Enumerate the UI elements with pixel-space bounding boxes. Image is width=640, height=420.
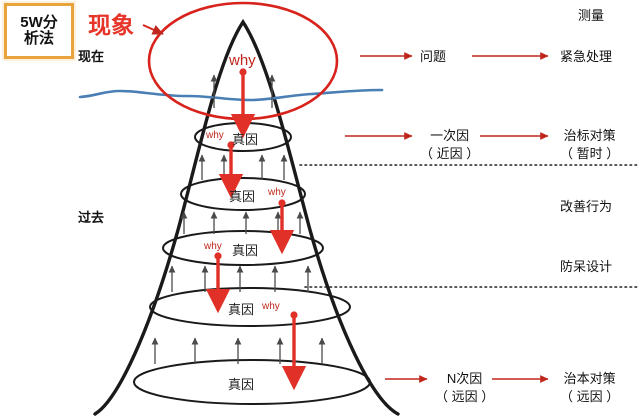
why-marker-1: why <box>206 130 224 141</box>
cause-ellipse-5 <box>133 359 371 405</box>
measure-header-label: 测量 <box>578 8 605 23</box>
action-column-item-4-line1: 治本对策 <box>563 371 616 386</box>
action-column-item-3: 防呆设计 <box>560 259 613 274</box>
upward-arrows <box>151 74 326 364</box>
cause-ellipse-3 <box>162 230 324 266</box>
phenomenon-label: 现象 <box>88 12 134 38</box>
phenomenon-pointer-arrow <box>142 24 164 35</box>
cause-label-3: 真因 <box>232 243 259 258</box>
action-column-item-4-line2: （ 远因 ） <box>560 388 620 404</box>
cause-column-item-2-line1: N次因 <box>446 371 483 386</box>
title-badge-line1: 5W分 <box>20 13 58 31</box>
why-marker-3: why <box>204 241 222 252</box>
cause-label-2: 真因 <box>229 189 256 204</box>
cause-column-item-0-line1: 问题 <box>420 49 447 64</box>
action-column-item-2: 改善行为 <box>560 199 613 214</box>
why-marker-2: why <box>268 187 286 198</box>
action-column-item-1-line2: （ 暂时 ） <box>560 145 620 161</box>
cause-column-item-2: N次因 （ 远因 ） <box>435 370 494 405</box>
cause-column-item-1: 一次因 （ 近因 ） <box>420 127 479 162</box>
past-label: 过去 <box>78 210 105 225</box>
cause-column-item-1-line1: 一次因 <box>430 128 470 143</box>
cause-label-1: 真因 <box>232 132 259 147</box>
cause-column-item-1-line2: （ 近因 ） <box>420 145 480 161</box>
flow-arrows <box>345 52 549 383</box>
why-down-arrows <box>205 68 307 391</box>
action-column-item-0: 紧急处理 <box>560 48 612 66</box>
action-column-item-1: 治标对策 （ 暂时 ） <box>560 127 619 162</box>
cause-ellipse-4 <box>149 287 351 327</box>
why-marker-4: why <box>262 301 280 312</box>
action-column-item-4: 治本对策 （ 远因 ） <box>560 370 619 405</box>
iceberg-curve <box>93 18 400 416</box>
action-column-item-1-line1: 治标对策 <box>563 128 616 143</box>
cause-column-item-2-line2: （ 远因 ） <box>435 388 495 404</box>
cause-label-4: 真因 <box>228 302 255 317</box>
present-label: 现在 <box>78 49 105 64</box>
title-badge: 5W分 析法 <box>4 3 74 59</box>
action-column-item-0-line1: 紧急处理 <box>560 49 613 64</box>
title-badge-line2: 析法 <box>23 30 54 47</box>
water-line <box>78 88 384 102</box>
why-marker-top: why <box>229 52 256 69</box>
cause-column-item-0: 问题 <box>420 48 446 66</box>
dotted-separators <box>299 164 639 288</box>
cause-label-5: 真因 <box>228 377 255 392</box>
